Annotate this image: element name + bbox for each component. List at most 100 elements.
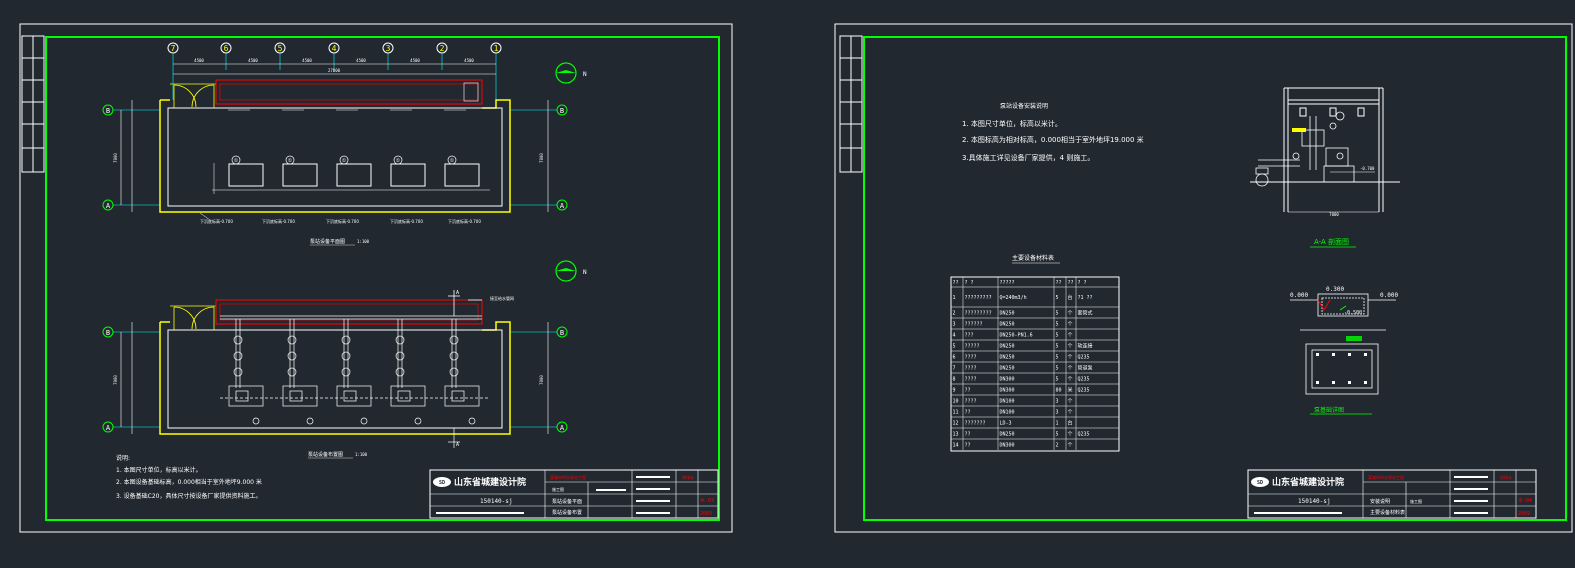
svg-text:B: B <box>560 107 564 115</box>
pump-assembly-row <box>220 319 490 448</box>
svg-text:B: B <box>106 329 110 337</box>
svg-text:7000: 7000 <box>113 375 118 385</box>
axis-bubble-b-right: B <box>556 104 568 116</box>
svg-text:某城市供水泵站工程: 某城市供水泵站工程 <box>1368 474 1404 480</box>
sheet-1-margin-block <box>21 35 45 173</box>
table-cell: ????? <box>965 344 980 350</box>
svg-text:①: ① <box>342 158 347 164</box>
table-cell: 5 <box>1056 311 1059 317</box>
equipment-table[interactable]: 主要设备材料表 ??? ??????????? ?1?????????Q=240… <box>950 254 1120 452</box>
svg-text:5: 5 <box>278 44 283 53</box>
table-cell: ??? <box>965 333 974 339</box>
sheet-1[interactable]: 7 6 5 4 3 2 1 4500 4500 4500 4500 4500 4… <box>19 23 733 533</box>
svg-text:1:100: 1:100 <box>355 452 368 457</box>
table-cell: Q235 <box>1078 432 1090 438</box>
svg-text:①: ① <box>450 158 455 164</box>
section-aa[interactable]: -0.700 7000 A-A 剖面图 <box>1250 87 1400 248</box>
section-title: A-A 剖面图 <box>1314 237 1349 246</box>
table-cell: 13 <box>953 432 959 438</box>
main-header-pipe <box>220 290 482 320</box>
sheet-2[interactable]: 泵站设备安装说明 1. 本图尺寸单位，标高以米计。 2. 本图标高为相对标高，0… <box>834 23 1573 533</box>
svg-text:B: B <box>106 107 110 115</box>
anchor-bolts <box>1316 353 1367 384</box>
svg-text:SD: SD <box>1257 480 1263 486</box>
table-cell: 个 <box>1068 333 1073 339</box>
company-logo-icon: SD <box>1251 477 1269 487</box>
axis-bubble: 6 <box>220 42 232 54</box>
svg-text:①: ① <box>396 158 401 164</box>
table-cell: 5 <box>1056 366 1059 372</box>
axis-bubble-b-left: B <box>102 104 114 116</box>
svg-text:下沉底标高-0.700: 下沉底标高-0.700 <box>390 218 423 224</box>
svg-text:1. 本图尺寸单位，标高以米计。: 1. 本图尺寸单位，标高以米计。 <box>116 466 202 474</box>
plan-1[interactable]: B A B A 7000 7000 <box>102 79 568 246</box>
north-arrow-icon: N <box>555 62 587 84</box>
svg-text:泵站设备平面: 泵站设备平面 <box>552 498 582 505</box>
axis-bubble-b-right: B <box>556 326 568 338</box>
svg-text:1. 本图尺寸单位，标高以米计。: 1. 本图尺寸单位，标高以米计。 <box>962 119 1062 128</box>
axis-bubble: 7 <box>167 42 179 54</box>
svg-text:150140-sj: 150140-sj <box>480 498 513 505</box>
table-cell: ??????? <box>965 421 986 427</box>
svg-text:7000: 7000 <box>539 153 544 163</box>
svg-text:给排水: 给排水 <box>682 474 694 480</box>
windows <box>192 109 486 207</box>
table-cell: 台 <box>1068 294 1073 301</box>
table-cell: 5 <box>1056 355 1059 361</box>
table-cell: DN250 <box>1000 355 1015 361</box>
door-icon <box>170 305 216 330</box>
table-cell: 个 <box>1068 366 1073 372</box>
svg-text:4: 4 <box>332 44 337 53</box>
svg-text:6: 6 <box>224 44 229 53</box>
door-icon <box>170 83 216 108</box>
plan-2[interactable]: B A B A 7000 7000 <box>102 290 568 459</box>
table-header-cell: ? ? <box>965 280 974 286</box>
svg-text:下沉底标高-0.700: 下沉底标高-0.700 <box>326 218 359 224</box>
sheet-2-title-block[interactable]: SD 山东省城建设计院 某城市供水泵站工程 150140-sj 安装说明 主要设… <box>1247 469 1537 519</box>
svg-text:2009: 2009 <box>1518 511 1530 517</box>
sheet-2-notes: 泵站设备安装说明 1. 本图尺寸单位，标高以米计。 2. 本图标高为相对标高，0… <box>962 102 1144 162</box>
table-cell: 9 <box>953 388 956 394</box>
axis-bubble: 1 <box>490 42 502 54</box>
svg-text:主要设备材料表: 主要设备材料表 <box>1370 509 1405 516</box>
table-cell: 软连接 <box>1078 343 1093 350</box>
svg-text:27000: 27000 <box>328 68 341 73</box>
sheet-1-title-block[interactable]: SD 山东省城建设计院 某城市供水泵站工程 150140-sj 泵站设备平面 泵… <box>429 469 719 519</box>
company-name: 山东省城建设计院 <box>1272 476 1344 488</box>
plan-2-title: 泵站设备布置图 <box>308 451 343 458</box>
svg-text:0.000: 0.000 <box>1380 292 1398 299</box>
axis-bubble-a-right: A <box>556 421 568 433</box>
table-cell: ???? <box>965 377 977 383</box>
table-header-cell: ?? <box>1056 280 1062 286</box>
pump-equipment <box>1255 111 1355 187</box>
pump-row: ① ① ① ① ① <box>212 155 490 194</box>
svg-text:7000: 7000 <box>1329 212 1339 217</box>
table-cell: DN300 <box>1000 388 1015 394</box>
sheet-1-notes: 说明: 1. 本图尺寸单位，标高以米计。 2. 本图设备基础标高，0.000相当… <box>116 454 262 500</box>
axis-lines <box>172 53 497 100</box>
svg-text:安装说明: 安装说明 <box>1370 498 1390 505</box>
svg-text:水-03: 水-03 <box>700 497 714 504</box>
svg-text:2: 2 <box>440 44 445 53</box>
table-cell: ????????? <box>965 311 992 317</box>
svg-text:A: A <box>456 290 459 296</box>
table-cell: 7 <box>953 366 956 372</box>
table-cell: 4 <box>953 333 956 339</box>
table-cell: Q235 <box>1078 377 1090 383</box>
table-cell: 个 <box>1068 377 1073 383</box>
table-header-cell: ????? <box>1000 280 1015 286</box>
table-cell: Q235 <box>1078 355 1090 361</box>
axis-bubble: 4 <box>328 42 340 54</box>
pump-base <box>390 163 426 187</box>
svg-text:某城市供水泵站工程: 某城市供水泵站工程 <box>550 474 586 480</box>
table-title: 主要设备材料表 <box>1012 254 1054 262</box>
top-dimension: 4500 4500 4500 4500 4500 4500 27000 <box>173 58 496 75</box>
svg-text:3. 设备基础C20，具体尺寸按设备厂家提供资料施工。: 3. 设备基础C20，具体尺寸按设备厂家提供资料施工。 <box>116 492 261 500</box>
svg-text:SD: SD <box>439 480 445 486</box>
table-cell: DN100 <box>1000 399 1015 405</box>
svg-text:4500: 4500 <box>194 58 204 63</box>
foundation-detail[interactable]: 0.000 0.300 0.000 -0.500 泵基础详图 <box>1290 286 1398 415</box>
table-cell: DN250 <box>1000 344 1015 350</box>
pump-base <box>444 163 480 187</box>
